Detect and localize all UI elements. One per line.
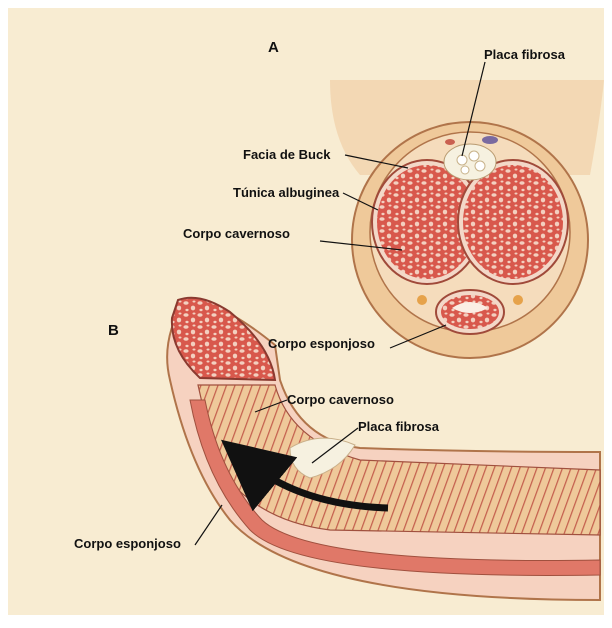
label-tunica-albuginea: Túnica albuginea (233, 186, 339, 199)
label-placa-fibrosa-b: Placa fibrosa (358, 420, 439, 433)
label-placa-fibrosa-a: Placa fibrosa (484, 48, 565, 61)
panel-label-b: B (108, 323, 119, 338)
label-corpo-cavernoso-b: Corpo cavernoso (287, 393, 394, 406)
label-corpo-esponjoso-b: Corpo esponjoso (74, 537, 181, 550)
label-corpo-cavernoso-a: Corpo cavernoso (183, 227, 290, 240)
fibrous-plaque-a (444, 144, 496, 180)
label-facia-de-buck: Facia de Buck (243, 148, 330, 161)
panel-label-a: A (268, 40, 279, 55)
label-corpo-esponjoso-a: Corpo esponjoso (268, 337, 375, 350)
